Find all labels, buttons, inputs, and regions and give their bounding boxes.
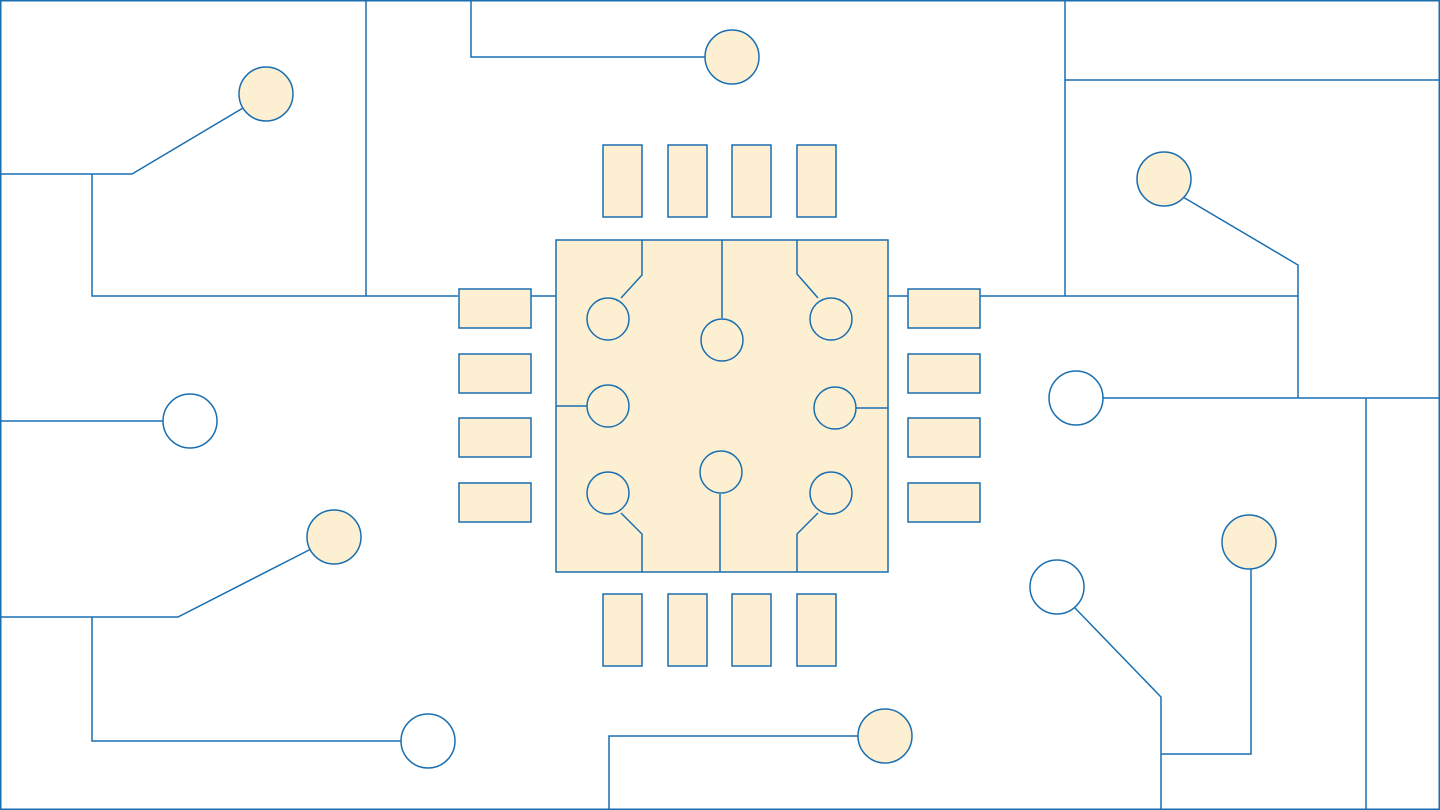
via bbox=[238, 66, 294, 122]
pin bbox=[907, 417, 981, 458]
via bbox=[306, 509, 362, 565]
via bbox=[1029, 559, 1085, 615]
via bbox=[813, 386, 857, 430]
pin bbox=[796, 593, 837, 667]
trace bbox=[91, 174, 458, 297]
trace bbox=[0, 107, 244, 175]
via bbox=[162, 393, 218, 449]
pin bbox=[667, 593, 708, 667]
trace bbox=[0, 548, 312, 618]
pin bbox=[458, 288, 532, 329]
trace bbox=[1182, 196, 1299, 398]
via bbox=[809, 471, 853, 515]
chip-pins bbox=[458, 144, 981, 667]
trace bbox=[608, 735, 858, 810]
via bbox=[1136, 151, 1192, 207]
pin bbox=[907, 353, 981, 394]
trace bbox=[1074, 607, 1162, 810]
pin bbox=[458, 417, 532, 458]
via bbox=[586, 297, 630, 341]
pin bbox=[667, 144, 708, 218]
trace bbox=[470, 0, 705, 58]
pin bbox=[602, 593, 643, 667]
trace bbox=[91, 617, 401, 742]
vias-filled bbox=[238, 29, 1277, 764]
via bbox=[1048, 370, 1104, 426]
via bbox=[400, 713, 456, 769]
via bbox=[809, 297, 853, 341]
chip-internal-traces bbox=[556, 240, 888, 572]
pin bbox=[907, 482, 981, 523]
pin bbox=[602, 144, 643, 218]
pin bbox=[458, 482, 532, 523]
via bbox=[700, 318, 744, 362]
pin bbox=[907, 288, 981, 329]
via bbox=[1221, 514, 1277, 570]
via bbox=[586, 384, 630, 428]
pin bbox=[731, 593, 772, 667]
via bbox=[586, 471, 630, 515]
pin bbox=[731, 144, 772, 218]
via bbox=[704, 29, 760, 85]
chip-vias bbox=[586, 297, 857, 515]
trace bbox=[1161, 569, 1252, 755]
vias-hollow bbox=[162, 370, 1104, 769]
pin bbox=[458, 353, 532, 394]
pin bbox=[796, 144, 837, 218]
via bbox=[857, 708, 913, 764]
via bbox=[699, 450, 743, 494]
